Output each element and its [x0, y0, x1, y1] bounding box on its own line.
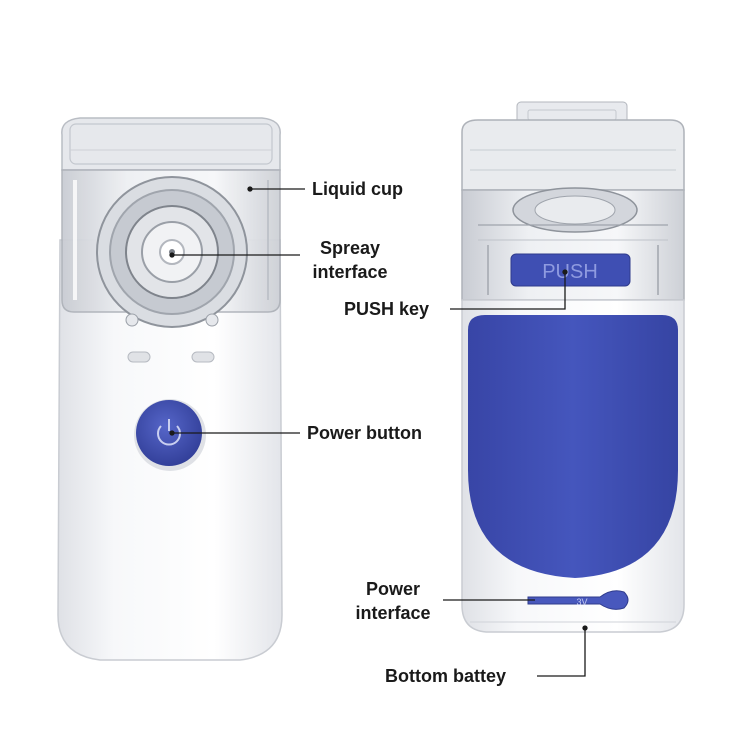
left-indicator-light — [127, 351, 151, 363]
push-key-shape — [510, 253, 631, 287]
label-spray-interface: Spreay interface — [302, 236, 398, 284]
blue-back-panel — [468, 315, 678, 578]
label-bottom-battery: Bottom battey — [385, 666, 506, 686]
leader-lines — [169, 186, 588, 677]
voltage-marking: 3V — [576, 597, 587, 607]
power-interface-port — [527, 590, 629, 610]
power-symbol — [157, 425, 181, 446]
label-spray-interface-line1: Spreay — [319, 238, 381, 258]
push-key-marking: PUSH — [542, 261, 598, 283]
right-lid — [461, 119, 685, 191]
label-spray-interface-line2: interface — [312, 262, 388, 282]
power-button-shape — [136, 400, 202, 466]
right-device-back: PUSH 3V — [461, 101, 685, 633]
label-power-button: Power button — [307, 423, 422, 443]
left-device-front — [57, 117, 283, 661]
label-power-interface-line1: Power — [365, 579, 421, 599]
label-power-interface: Power interface — [343, 577, 443, 625]
leader-push-key — [450, 272, 566, 310]
label-push-key: PUSH key — [344, 299, 430, 319]
leader-bottom-battery — [537, 628, 586, 677]
label-liquid-cup: Liquid cup — [312, 179, 403, 199]
left-lid — [61, 117, 281, 171]
right-indicator-light — [191, 351, 215, 363]
label-power-interface-line2: interface — [355, 603, 431, 623]
